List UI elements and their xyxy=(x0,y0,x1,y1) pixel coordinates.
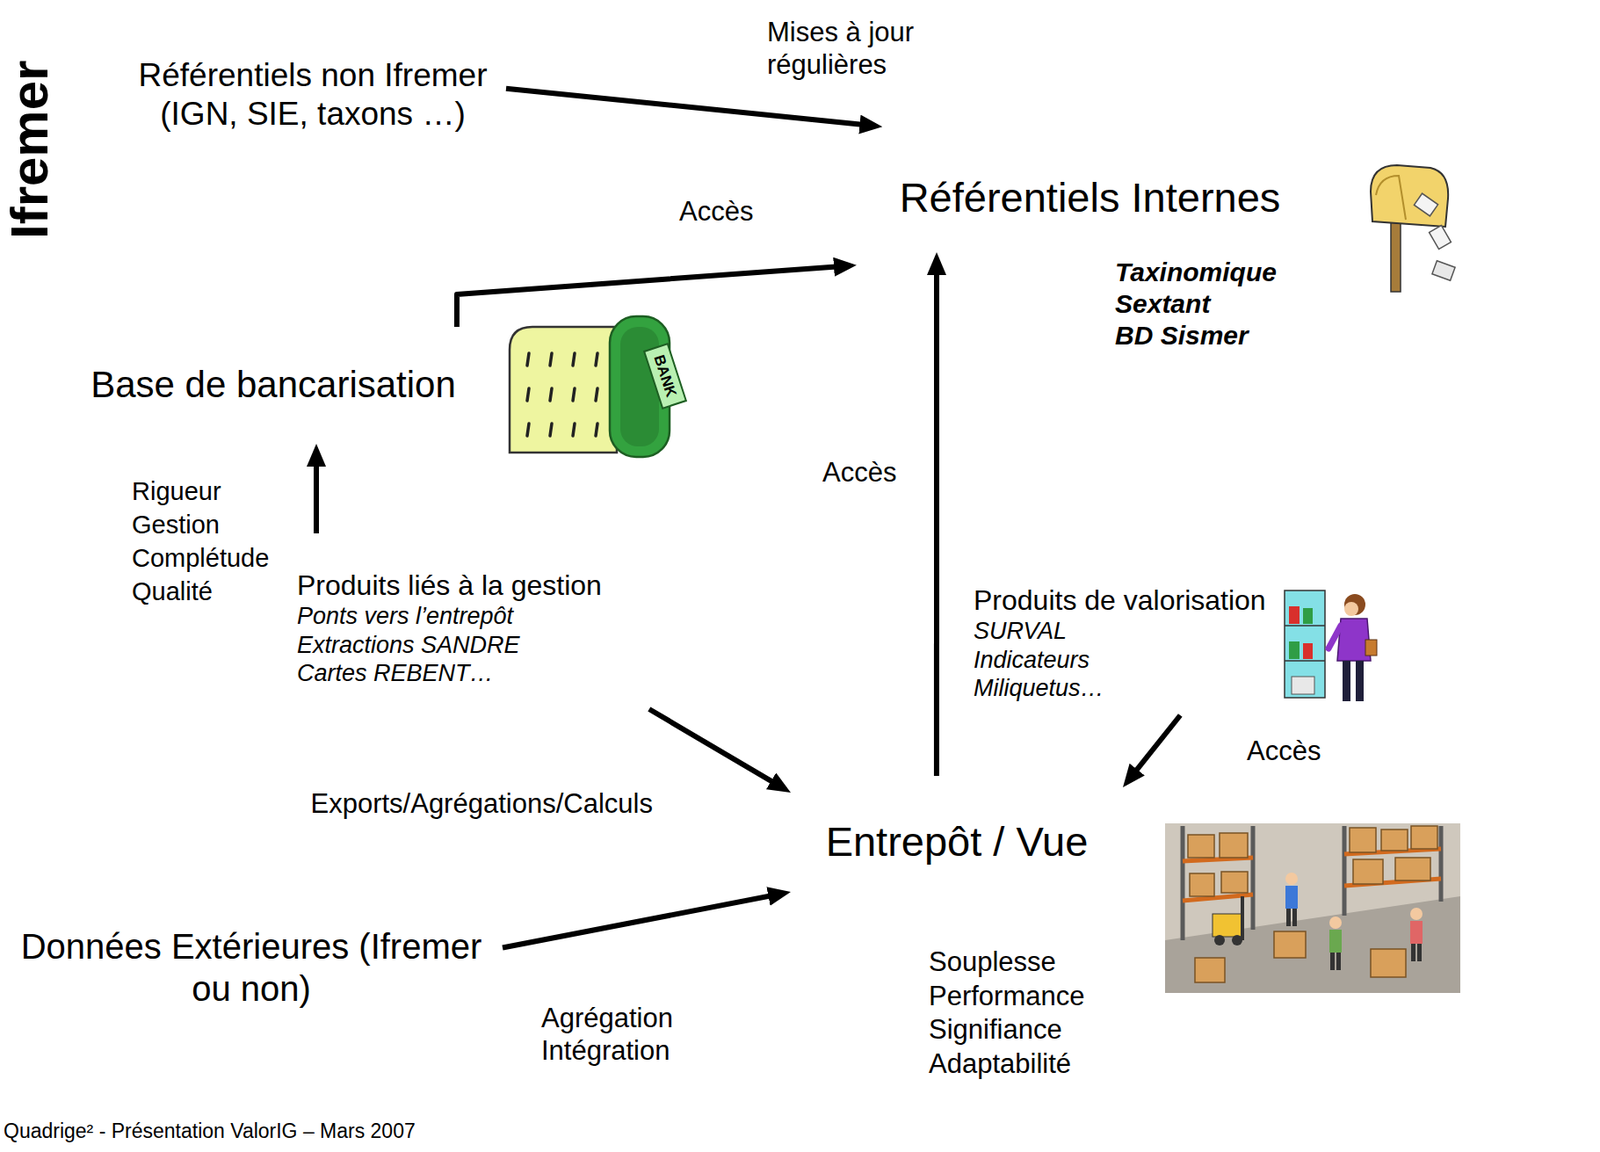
box-item: Extractions SANDRE xyxy=(296,630,521,659)
region-text: BD Sismer xyxy=(1114,319,1249,352)
edge-label: Mises à jour régulières xyxy=(767,15,930,81)
box-title: Référentiels Internes xyxy=(899,173,1282,223)
box-item: Cartes REBENT… xyxy=(296,658,494,688)
flow-arrow xyxy=(933,266,940,776)
footer-text: Quadrige² - Présentation ValorIG – Mars … xyxy=(3,1119,416,1144)
label-slot: Accès xyxy=(679,195,753,228)
process-box: Entrepôt / Vue xyxy=(790,775,1123,909)
edge-label: Accès xyxy=(822,456,897,489)
box-item: Indicateurs xyxy=(973,645,1090,674)
edge-label: Accès xyxy=(1246,734,1321,768)
cylinder-text: Référentiels non Ifremer (IGN, SIE, taxo… xyxy=(128,56,498,135)
label-slot: Accès xyxy=(1246,734,1321,768)
process-box: Référentiels Internes xyxy=(883,143,1296,253)
region-ellipse: RigueurGestionComplétudeQualité Base de b… xyxy=(48,147,769,723)
region-text: Signifiance xyxy=(928,1013,1063,1048)
warehouse-illustration xyxy=(1165,823,1461,993)
flow-arrow xyxy=(649,709,779,786)
box-title: Entrepôt / Vue xyxy=(825,817,1089,867)
mailbox-icon xyxy=(1370,165,1456,292)
shopper-icon xyxy=(1284,590,1377,702)
label-slot: Accès xyxy=(822,456,897,489)
region-text: Complétude xyxy=(131,541,269,575)
box-item: Miliquetus… xyxy=(973,673,1105,703)
label-slot: Agrégation Intégration xyxy=(541,1001,674,1067)
box-title: Produits liés à la gestion xyxy=(296,568,602,602)
database-cylinder: Données Extérieures (Ifremer ou non) xyxy=(0,883,503,1036)
forklift xyxy=(1212,896,1243,946)
flow-arrow xyxy=(506,88,869,126)
label-slot: Ifremer xyxy=(3,238,182,292)
region-text: Souplesse xyxy=(928,945,1057,980)
region-text: Taxinomique xyxy=(1114,256,1277,289)
flow-arrow xyxy=(313,457,319,534)
region-ellipse: SouplessePerformanceSignifianceAdaptabil… xyxy=(668,448,1593,1152)
process-box: Base de bancarisation xyxy=(73,326,473,444)
region-text: Adaptabilité xyxy=(928,1047,1072,1082)
region-text: Rigueur xyxy=(131,474,222,508)
region-text: Sextant xyxy=(1114,288,1210,320)
database-cylinder: Référentiels non Ifremer (IGN, SIE, taxo… xyxy=(119,22,507,152)
flow-arrow xyxy=(1131,715,1181,776)
region-text: Performance xyxy=(928,979,1085,1014)
label-slot: BANK xyxy=(665,376,709,391)
edge-label: Accès xyxy=(679,195,753,228)
workers xyxy=(1285,872,1423,971)
logo-text: Ifremer xyxy=(3,60,57,239)
bank-icon xyxy=(509,316,687,457)
edge-label: Agrégation Intégration xyxy=(541,1001,674,1067)
label-slot: Mises à jour régulières xyxy=(767,15,930,81)
box-item: Ponts vers l’entrepôt xyxy=(296,601,514,630)
product-block: Produits liés à la gestionPonts vers l’e… xyxy=(281,533,686,710)
region-text: Gestion xyxy=(131,507,220,542)
box-title: Base de bancarisation xyxy=(90,362,457,407)
product-block: Produits de valorisationSURVALIndicateur… xyxy=(957,548,1411,716)
label-slot: Exports/Agrégations/Calculs xyxy=(311,787,653,820)
box-item: SURVAL xyxy=(973,616,1067,645)
shape-outline xyxy=(668,448,1593,1152)
bottom-band xyxy=(0,1066,914,1080)
sign-text: BANK xyxy=(651,353,679,399)
box-title: Produits de valorisation xyxy=(973,583,1267,617)
flow-arrow xyxy=(502,894,777,948)
region-text: Qualité xyxy=(131,574,213,609)
edge-label: Exports/Agrégations/Calculs xyxy=(311,787,653,820)
region-ellipse: TaxinomiqueSextantBD Sismer Référentiels … xyxy=(842,20,1595,406)
cylinder-text: Données Extérieures (Ifremer ou non) xyxy=(15,925,487,1010)
label-slot: Quadrige² - Présentation ValorIG – Mars … xyxy=(3,1119,416,1144)
